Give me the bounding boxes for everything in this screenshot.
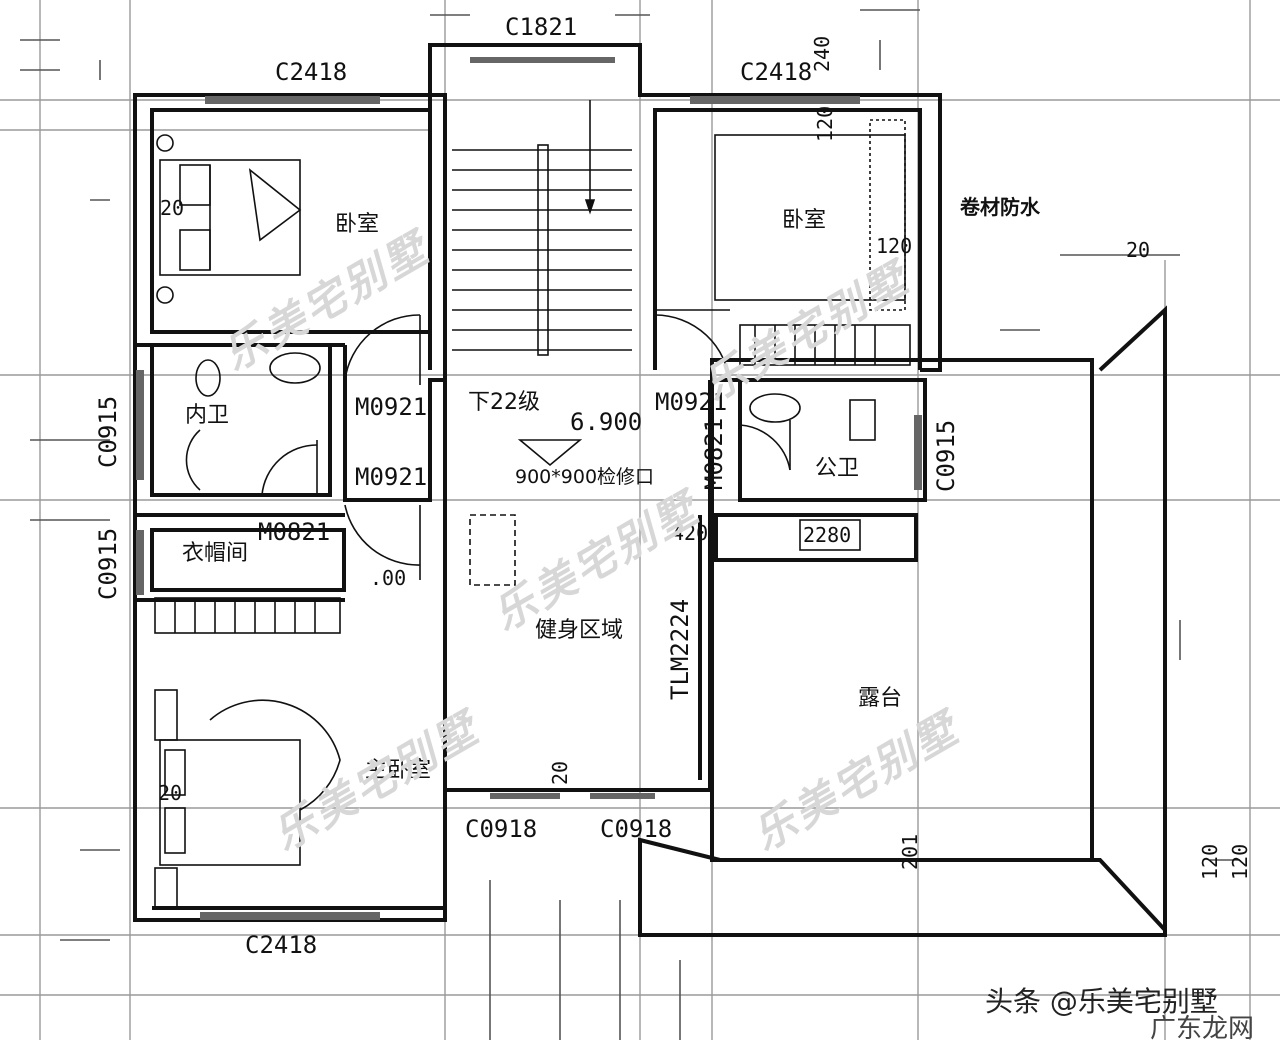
dim-120b: 120: [876, 234, 913, 258]
walls: [133, 43, 1167, 937]
room-label-master-bedroom: 主卧室: [365, 758, 432, 783]
stair-label: 下22级: [468, 390, 540, 415]
dim-240: 240: [810, 35, 834, 72]
window-code-fit-left: C0918: [465, 815, 538, 843]
dim-20d: 20: [548, 760, 572, 785]
door-code-public-bath: M0821: [700, 417, 728, 490]
dim-100: .00: [370, 566, 407, 590]
dim-20a: 20: [160, 196, 185, 220]
waterproof-note: 卷材防水: [960, 195, 1040, 219]
dim-20b: 20: [1126, 238, 1151, 262]
window-code-fit-right: C0918: [600, 815, 673, 843]
dim-420: 420: [672, 521, 709, 545]
dim-120c: 120: [1198, 843, 1222, 880]
windows: [136, 57, 922, 920]
furniture: [154, 119, 911, 909]
door-code-nw-bed: M0921: [355, 393, 428, 421]
window-code-right: C0915: [932, 419, 960, 492]
door-code-inner-bath: M0921: [355, 463, 428, 491]
dim-120a: 120: [813, 105, 837, 142]
room-label-inner-bath: 内卫: [185, 403, 230, 428]
window-code-left-upper: C0915: [94, 395, 122, 468]
window-code-bottom: C2418: [245, 931, 318, 959]
dim-2280: 2280: [803, 523, 852, 547]
dim-201: 201: [898, 833, 922, 870]
room-label-terrace: 露台: [858, 686, 903, 711]
hatch-label: 900*900检修口: [515, 466, 655, 488]
dim-120d: 120: [1228, 843, 1252, 880]
window-code-ne-top: C2418: [740, 58, 813, 86]
room-label-bedroom-ne: 卧室: [782, 208, 827, 233]
doors: [185, 309, 791, 586]
room-label-fitness: 健身区域: [535, 618, 624, 643]
door-code-sliding: TLM2224: [666, 598, 694, 700]
room-label-public-bath: 公卫: [815, 456, 860, 481]
window-code-left-lower: C0915: [94, 527, 122, 600]
footer-credit: 头条 @乐美宅别墅: [985, 985, 1218, 1018]
footer-site: 广东龙网: [1150, 1014, 1255, 1040]
door-code-ne-bed: M0921: [655, 388, 728, 416]
window-code-nw-top: C2418: [275, 58, 348, 86]
room-label-bedroom-nw: 卧室: [335, 212, 380, 237]
dim-20c: 20: [158, 781, 183, 805]
door-code-wardrobe: M0821: [258, 518, 331, 546]
room-label-wardrobe: 衣帽间: [182, 541, 249, 566]
stairs: [452, 100, 632, 467]
window-code-stair-top: C1821: [505, 13, 578, 41]
dimension-ticks: [20, 9, 1240, 1040]
elevation-label: 6.900: [570, 408, 643, 436]
